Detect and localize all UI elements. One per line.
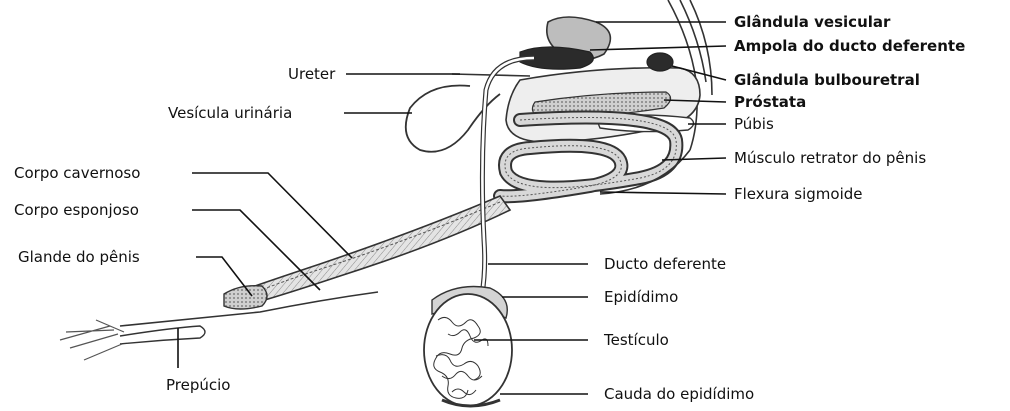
preputial-hair — [60, 320, 124, 360]
label-corpo-esponjoso: Corpo esponjoso — [14, 201, 139, 219]
label-cauda-epididimo: Cauda do epidídimo — [604, 385, 754, 403]
glans-shape — [224, 286, 267, 309]
label-testiculo: Testículo — [604, 331, 669, 349]
leader-corpo-cavernoso — [192, 173, 352, 258]
label-epididimo: Epidídimo — [604, 288, 678, 306]
testis-shape — [424, 294, 512, 406]
leader-flexura — [600, 192, 726, 194]
bulbourethral-gland-shape — [647, 53, 673, 71]
label-ducto-deferente: Ducto deferente — [604, 255, 726, 273]
label-musculo-retrator: Músculo retrator do pênis — [734, 149, 926, 167]
label-ampola: Ampola do ducto deferente — [734, 37, 965, 55]
label-prostata: Próstata — [734, 93, 806, 111]
label-corpo-cavernoso: Corpo cavernoso — [14, 164, 140, 182]
label-glandula-bulbouretral: Glândula bulbouretral — [734, 71, 920, 89]
label-glandula-vesicular: Glândula vesicular — [734, 13, 890, 31]
label-prepucio: Prepúcio — [166, 376, 230, 394]
leader-ampola — [590, 46, 726, 50]
label-ureter: Ureter — [288, 65, 335, 83]
label-vesicula-urinaria: Vesícula urinária — [168, 104, 292, 122]
label-pubis: Púbis — [734, 115, 774, 133]
label-flexura-sigmoide: Flexura sigmoide — [734, 185, 862, 203]
label-glande: Glande do pênis — [18, 248, 140, 266]
